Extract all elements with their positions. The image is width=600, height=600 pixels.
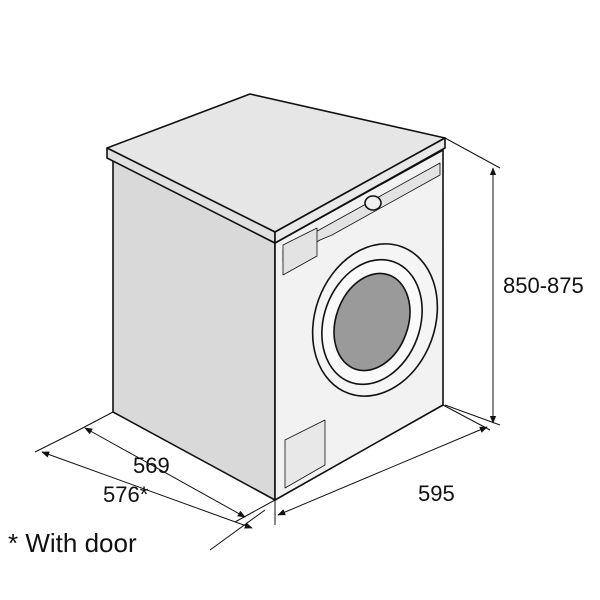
height-label: 850-875 <box>503 273 584 298</box>
depth-with-door-label: 576* <box>103 482 149 507</box>
program-knob-icon <box>364 195 382 211</box>
footnote: * With door <box>8 528 137 558</box>
depth-with-door-dimension-line <box>41 451 253 529</box>
porthole-glass <box>333 272 411 372</box>
depth-label: 569 <box>133 453 170 478</box>
width-dimension-line <box>277 426 488 516</box>
top-edge-front <box>274 137 446 244</box>
width-label: 595 <box>418 481 455 506</box>
detergent-drawer <box>282 227 318 276</box>
